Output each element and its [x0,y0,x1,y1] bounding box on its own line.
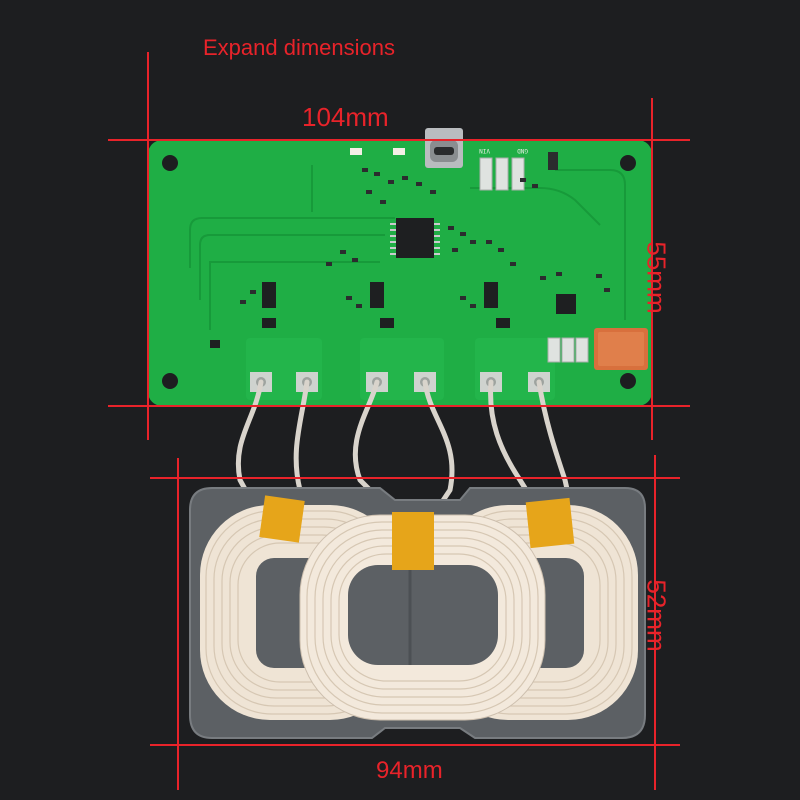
mosfet [262,318,276,328]
power-pads: VIN GND [479,147,528,191]
kapton-tape [259,495,575,570]
capacitor [575,337,589,363]
mount-hole [162,155,178,171]
film-capacitor [594,328,648,370]
dimension-lines [108,52,690,790]
mount-hole [620,155,636,171]
board-height-label: 55mm [641,241,672,314]
title-label: Expand dimensions [203,35,396,60]
led [350,148,362,155]
gnd-silkscreen: GND [517,147,528,154]
usb-c-connector [425,128,463,168]
coil-assembly [189,487,646,739]
coil-center [299,514,546,721]
vin-silkscreen: VIN [479,147,490,154]
secondary-ic [556,294,576,314]
capacitor [547,337,561,363]
mount-hole [620,373,636,389]
mosfet [496,318,510,328]
board-width-label: 104mm [302,102,389,132]
mosfet [484,282,498,308]
pcb-board: VIN GND [148,128,652,406]
small-ic [548,152,558,170]
coil-height-label: 52mm [641,579,672,652]
mosfet [380,318,394,328]
coil-width-label: 94mm [376,757,443,784]
mosfet [262,282,276,308]
led [393,148,405,155]
mosfet [370,282,384,308]
main-ic [390,218,440,258]
smd-components [240,168,610,308]
capacitor [561,337,575,363]
mount-hole [162,373,178,389]
diode [210,340,220,348]
